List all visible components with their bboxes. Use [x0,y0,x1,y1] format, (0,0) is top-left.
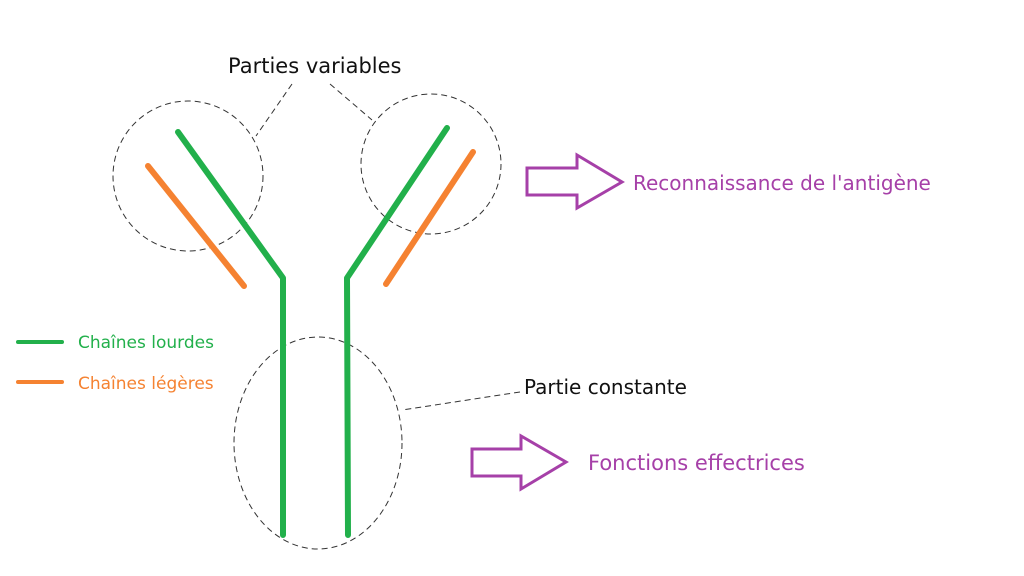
arrow-effector-functions [470,433,569,492]
region-outlines [112,83,521,550]
leader-line-constant [401,391,521,411]
label-variable-parts: Parties variables [228,54,402,78]
leader-line-variable-left [255,83,293,137]
arrow-antigen-recognition [525,152,625,211]
light-chains [145,149,476,289]
light-chain-right [383,149,476,287]
label-constant-part: Partie constante [524,375,687,399]
leader-line-variable-right [329,83,373,121]
variable-region-left-outline [112,100,264,252]
label-antigen-recognition: Reconnaissance de l'antigène [633,171,931,195]
constant-region-outline [233,336,403,550]
heavy-chain-right [344,125,450,538]
label-effector-functions: Fonctions effectrices [588,451,805,475]
arrows [470,152,625,492]
legend-label-light-chains: Chaînes légères [78,374,214,394]
variable-region-right-outline [360,93,502,235]
heavy-chains [175,125,450,538]
legend [16,340,64,384]
light-chain-left [145,163,247,289]
legend-label-heavy-chains: Chaînes lourdes [78,333,214,353]
heavy-chain-left [175,129,286,538]
